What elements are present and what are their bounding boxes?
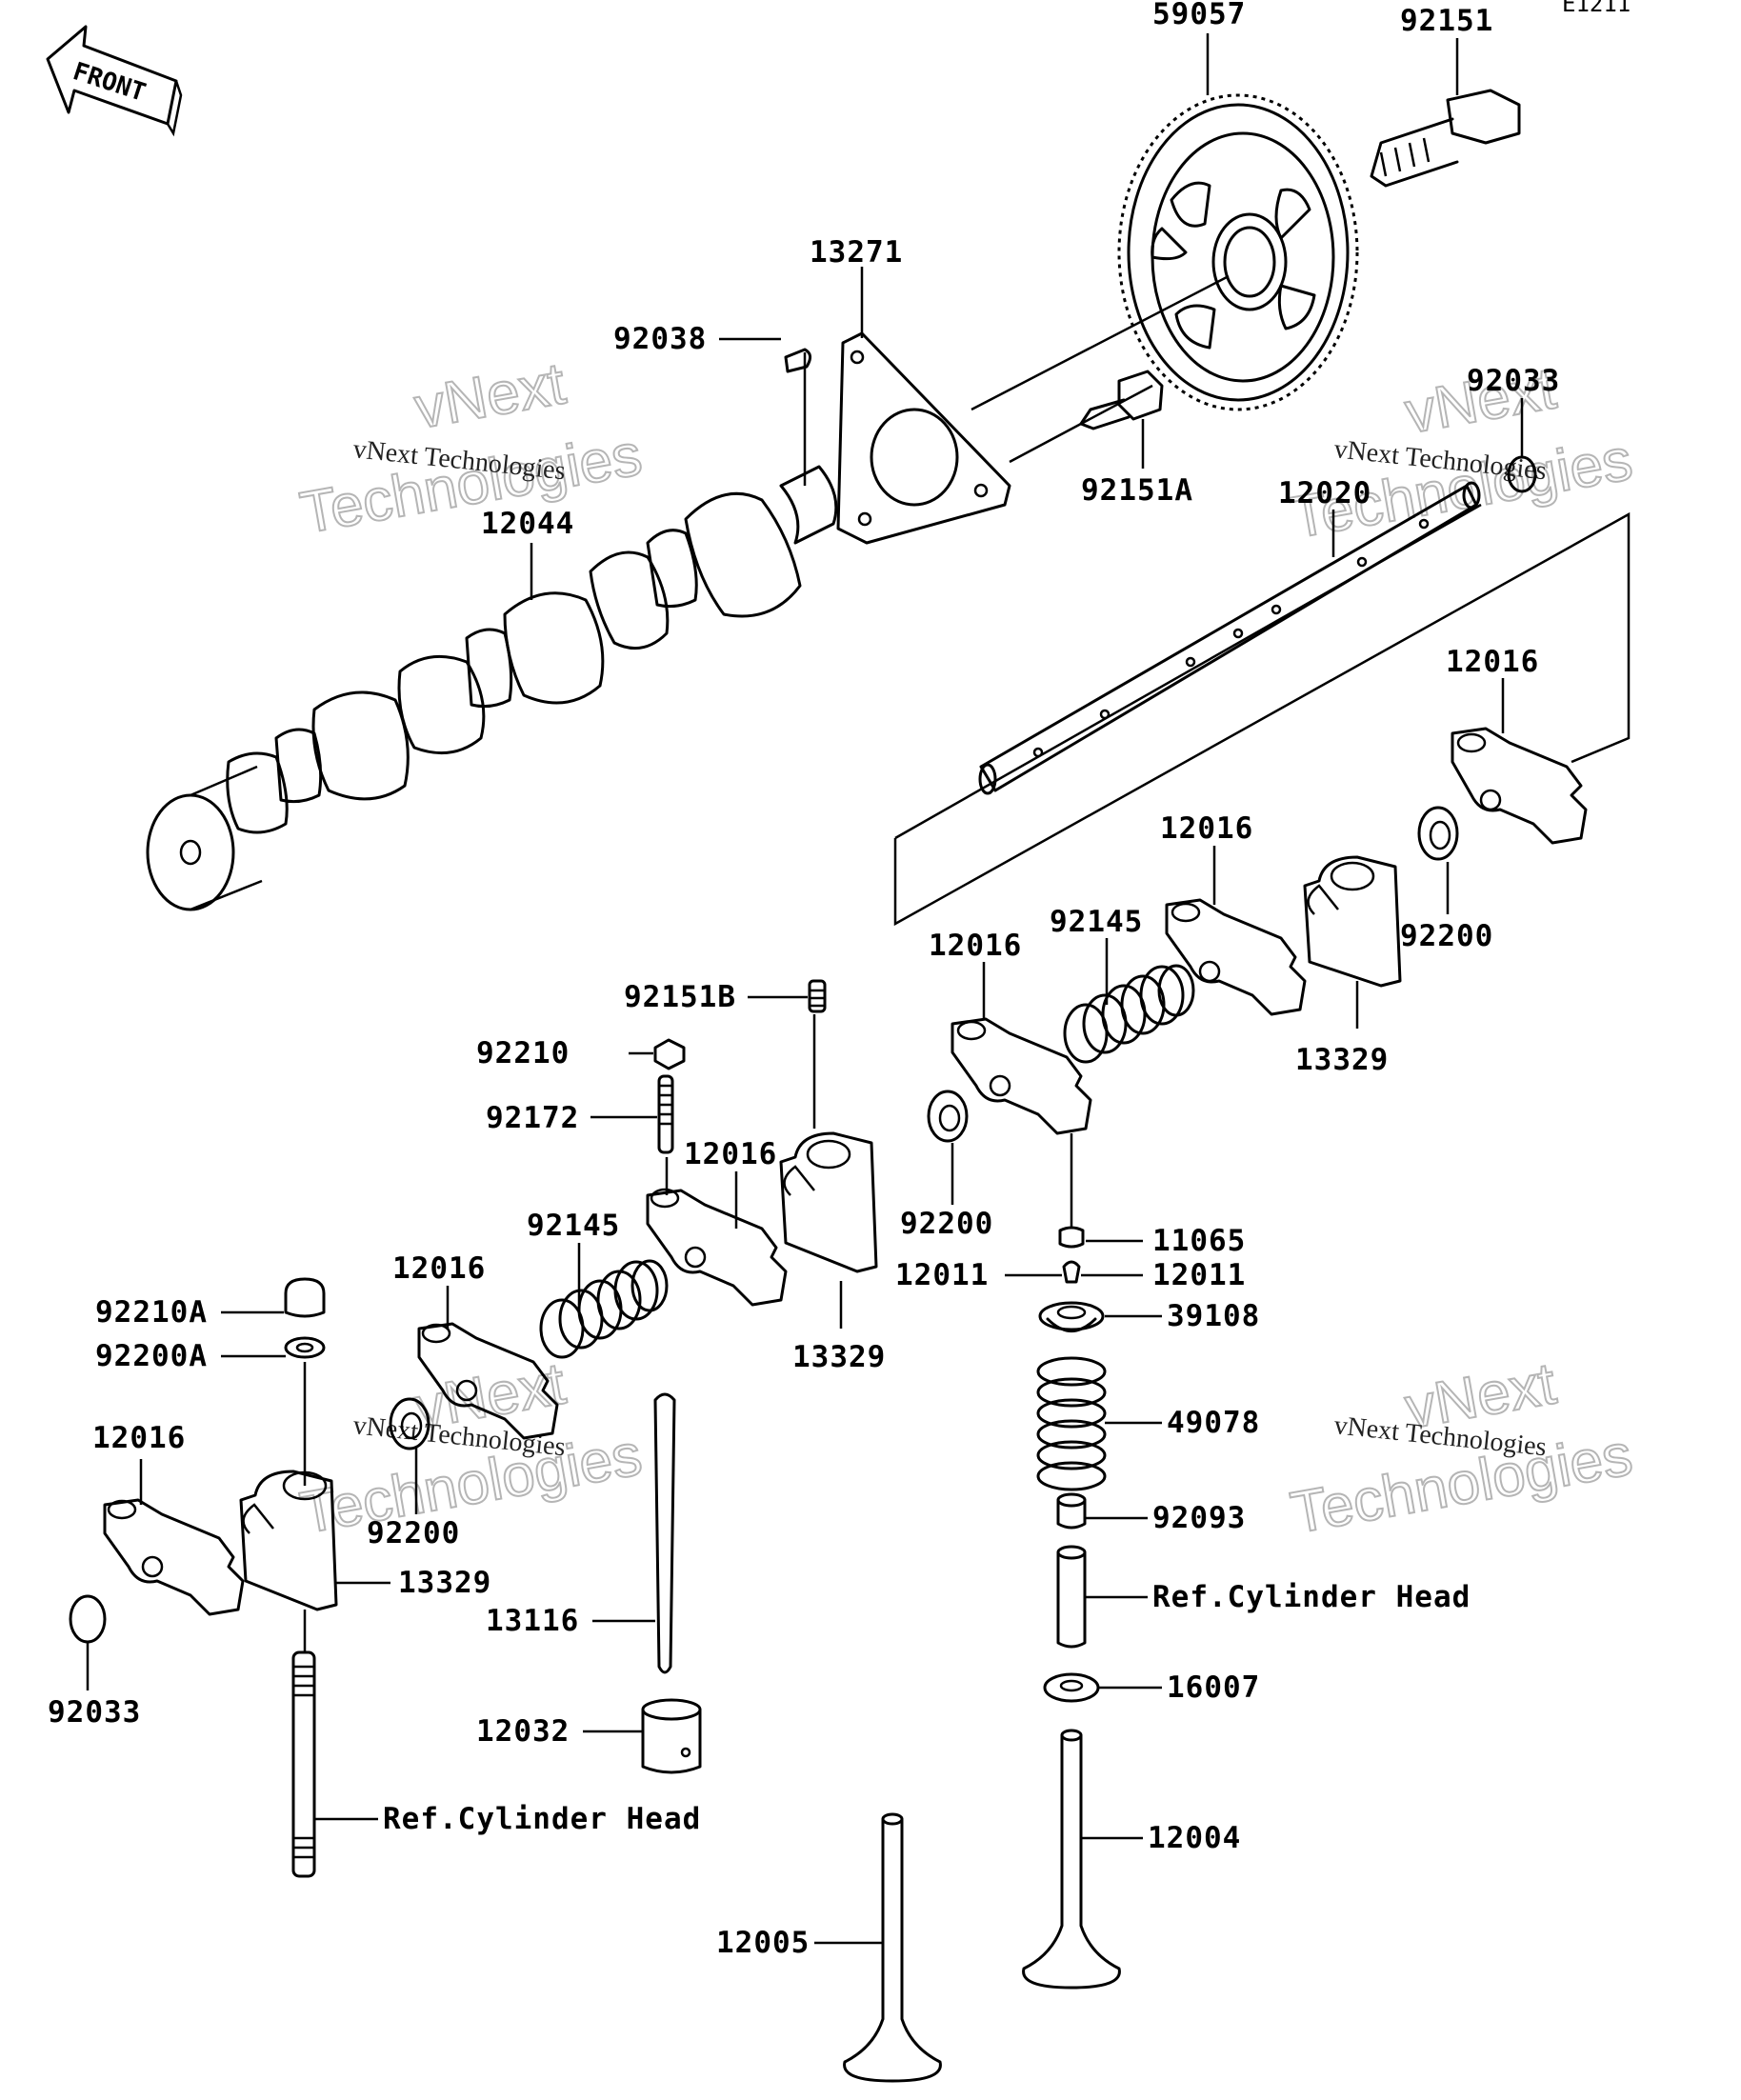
valve-12004	[1022, 1729, 1121, 1990]
watermark-upper-left: vNext Technologies vNext Technologies	[294, 350, 647, 547]
label-12016-m: 12016	[684, 1137, 777, 1171]
ring-92033-bottom	[69, 1594, 107, 1644]
spring-92145-l	[539, 1259, 669, 1359]
label-92172: 92172	[486, 1101, 579, 1135]
label-59057: 59057	[1152, 0, 1246, 31]
camshaft-12044	[146, 274, 1230, 911]
label-12044: 12044	[481, 507, 574, 541]
label-12016-l2: 12016	[92, 1421, 186, 1455]
valve-12005	[843, 1812, 942, 2083]
tappet-12032	[641, 1698, 702, 1774]
valve-guide	[1056, 1545, 1087, 1649]
pushrod-13116	[653, 1392, 676, 1674]
label-92151: 92151	[1400, 4, 1493, 38]
svg-text:Technologies: Technologies	[295, 422, 646, 547]
rocker-arm-r2	[1165, 898, 1307, 1016]
label-12016-r3: 12016	[929, 929, 1022, 963]
watermark-lower-right: vNext Technologies vNext Technologies	[1285, 1350, 1637, 1547]
spring-92145-r	[1063, 964, 1195, 1064]
label-12016-r2: 12016	[1160, 811, 1253, 846]
retainer-39108	[1038, 1301, 1105, 1332]
label-39108: 39108	[1167, 1299, 1260, 1333]
bolt-92151	[1370, 89, 1521, 188]
label-13116: 13116	[486, 1604, 579, 1638]
label-12005: 12005	[716, 1926, 810, 1960]
washer-92200-m	[927, 1090, 969, 1143]
label-12004: 12004	[1148, 1821, 1241, 1855]
leader-lines	[86, 33, 1524, 1945]
label-92200a: 92200A	[95, 1339, 208, 1373]
label-92200-l: 92200	[367, 1516, 460, 1550]
label-92151b: 92151B	[624, 980, 736, 1014]
rocker-arm-m	[646, 1188, 788, 1307]
label-12011-l: 12011	[895, 1258, 989, 1292]
label-92145-l: 92145	[527, 1209, 620, 1243]
part-labels: 59057 92151 13271 92038 92151A 12044 920…	[48, 0, 1560, 1960]
watermark-lower-left: vNext Technologies vNext Technologies	[294, 1350, 647, 1547]
label-49078: 49078	[1167, 1406, 1260, 1440]
rocker-arm-r1	[1451, 727, 1588, 845]
label-13271: 13271	[810, 235, 903, 270]
bolt-92151a	[1079, 370, 1164, 430]
cam-gear	[1117, 93, 1359, 411]
label-92151a: 92151A	[1081, 473, 1193, 508]
label-ref-cyl-head-l: Ref.Cylinder Head	[383, 1802, 701, 1836]
seat-16007	[1043, 1672, 1100, 1703]
nut-92210	[653, 1038, 686, 1070]
rocker-arm-l2	[103, 1498, 245, 1616]
washer-92200-r	[1417, 806, 1459, 861]
label-13329-l: 13329	[398, 1566, 491, 1600]
diagram-code: E1211	[1562, 0, 1631, 17]
holder-13329-r	[1303, 855, 1402, 988]
label-12016-l1: 12016	[392, 1251, 486, 1286]
screw-92172	[657, 1074, 674, 1154]
plate-13271	[836, 331, 1011, 545]
label-92038: 92038	[613, 322, 707, 356]
label-12016-r1: 12016	[1446, 645, 1539, 679]
label-92200-r: 92200	[1400, 919, 1493, 953]
rocker-arm-l1	[417, 1322, 559, 1440]
svg-text:vNext: vNext	[410, 350, 570, 441]
label-92210a: 92210A	[95, 1295, 208, 1330]
washer-92200-l	[389, 1397, 430, 1450]
label-ref-cyl-head-r: Ref.Cylinder Head	[1152, 1580, 1471, 1614]
label-13329-r: 13329	[1295, 1043, 1389, 1077]
watermark-upper-right: vNext Technologies vNext Technologies	[1285, 354, 1637, 551]
cotter-12011	[1062, 1260, 1081, 1284]
valve-spring-49078	[1036, 1356, 1107, 1491]
stud-left	[291, 1650, 316, 1878]
key-92038	[784, 348, 811, 373]
label-92145-r: 92145	[1050, 905, 1143, 939]
label-92210: 92210	[476, 1036, 570, 1070]
label-92033-bottom: 92033	[48, 1695, 141, 1730]
seal-92093	[1056, 1492, 1087, 1530]
label-92200-m: 92200	[900, 1207, 993, 1241]
washer-92200a	[284, 1336, 326, 1359]
rocker-shaft-12020	[893, 481, 1631, 927]
label-12020: 12020	[1278, 476, 1371, 510]
label-92033-top: 92033	[1467, 364, 1560, 398]
cap-11065	[1058, 1226, 1085, 1249]
label-92093: 92093	[1152, 1501, 1246, 1535]
bolt-92151b	[808, 979, 827, 1013]
label-12032: 12032	[476, 1714, 570, 1749]
holder-13329-m	[779, 1131, 878, 1273]
label-11065: 11065	[1152, 1224, 1246, 1258]
label-12011-r: 12011	[1152, 1258, 1246, 1292]
label-16007: 16007	[1167, 1670, 1260, 1705]
front-arrow-icon: FRONT	[46, 25, 183, 137]
rocker-arm-r3	[951, 1017, 1092, 1135]
label-13329-m: 13329	[792, 1340, 886, 1374]
nut-92210a	[284, 1277, 326, 1318]
